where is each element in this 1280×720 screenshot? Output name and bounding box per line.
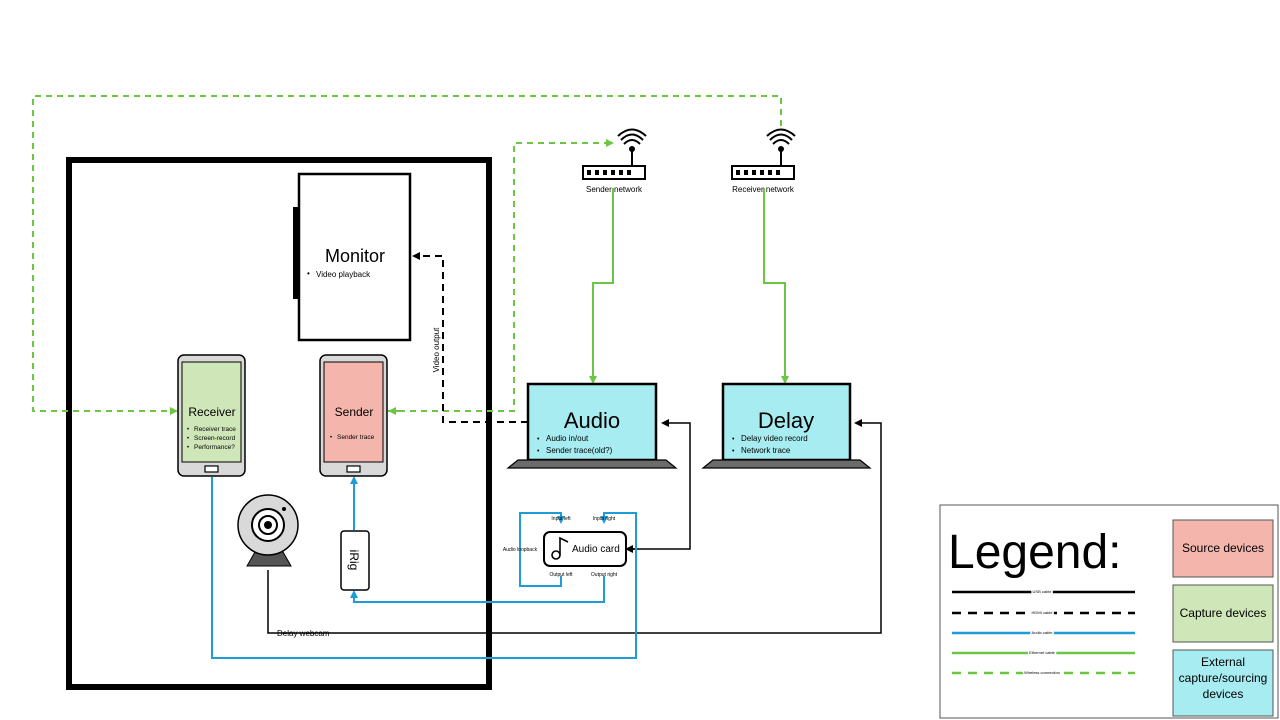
sender-bullet-1: Sender trace	[337, 434, 375, 441]
svg-text:•: •	[537, 436, 540, 443]
webcam-label: Delay webcam	[277, 629, 330, 638]
legend-capture-box	[1172, 584, 1274, 643]
audio-card: Audio card	[543, 531, 627, 567]
usb-audiocard-to-audio	[625, 419, 691, 550]
legend-source-box	[1172, 519, 1274, 578]
legend-capture-label: Capture devices	[1180, 606, 1267, 620]
audio-card-output-right: Output right	[591, 572, 618, 578]
audio-card-loopback: Audio loopback	[503, 547, 538, 553]
legend-usb-label: USB cable	[1033, 589, 1053, 594]
receiver-bullet-2: Screen-record	[194, 435, 236, 442]
legend-external-box	[1172, 649, 1274, 717]
legend-hdmi-label: HDMI cable	[1032, 610, 1054, 615]
monitor-bullet-text: Video playback	[316, 270, 371, 279]
audio-bullet-2: Sender trace(old?)	[546, 446, 613, 455]
music-note-icon	[551, 536, 569, 560]
monitor-title: Monitor	[325, 246, 385, 266]
hdmi-audio-to-monitor	[412, 252, 528, 423]
sender-phone: Sender • Sender trace	[319, 354, 388, 477]
irig-label: iRig	[347, 550, 361, 571]
audio-card-output-left: Output left	[549, 572, 573, 578]
svg-text:•: •	[187, 427, 189, 433]
receiver-bullet-3: Performance?	[194, 444, 235, 451]
svg-text:•: •	[330, 435, 332, 441]
ethernet-receiver-network-to-delay	[763, 188, 789, 384]
delay-bullet-2: Network trace	[741, 446, 791, 455]
receiver-bullet-1: Receiver trace	[194, 426, 236, 433]
audio-card-input-left: Input left	[551, 516, 571, 522]
svg-text:•: •	[187, 445, 189, 451]
monitor: Monitor • Video playback	[293, 172, 412, 342]
audio-card-input-right: Input right	[593, 516, 616, 522]
svg-text:•: •	[732, 448, 735, 455]
receiver-title: Receiver	[188, 405, 235, 419]
legend-ethernet-label: Ethernet cable	[1029, 650, 1056, 655]
receiver-network-label: Receiver network	[732, 185, 795, 194]
delay-bullet-1: Delay video record	[741, 434, 808, 443]
monitor-bullet: •	[307, 269, 310, 278]
irig-device: iRig	[340, 530, 370, 591]
legend-wireless-label: Wireless connection	[1024, 670, 1060, 675]
room-boundary	[66, 157, 492, 690]
wireless-link-sender	[388, 139, 614, 412]
usb-webcam-to-delay	[267, 419, 882, 634]
legend-external-label: External capture/sourcing devices	[1178, 655, 1268, 701]
sender-network-label: Sender network	[586, 185, 643, 194]
svg-text:•: •	[537, 448, 540, 455]
legend-source-label: Source devices	[1182, 541, 1264, 555]
svg-text:•: •	[732, 436, 735, 443]
webcam-icon	[237, 494, 299, 567]
svg-text:•: •	[187, 436, 189, 442]
audio-laptop: Audio • Audio in/out • Sender trace(old?…	[506, 382, 678, 469]
receiver-router-icon	[731, 128, 796, 180]
legend-title: Legend:	[948, 526, 1122, 579]
legend: Legend: USB cable HDMI cable Audio cable…	[939, 504, 1279, 719]
delay-laptop: Delay • Delay video record • Network tra…	[701, 382, 872, 469]
audio-loopback	[519, 512, 565, 587]
audio-card-label: Audio card	[572, 544, 620, 555]
video-output-label: Video output	[432, 327, 441, 373]
audio-bullet-1: Audio in/out	[546, 434, 589, 443]
sender-router-icon	[582, 128, 647, 180]
ethernet-sender-network-to-audio	[589, 188, 614, 384]
receiver-phone: Receiver • Receiver trace • Screen-recor…	[177, 354, 246, 477]
sender-title: Sender	[335, 405, 374, 419]
delay-title: Delay	[758, 408, 814, 433]
audio-audiocard-to-irig	[350, 576, 605, 603]
audio-receiver-to-audiocard	[211, 477, 637, 659]
audio-title: Audio	[564, 408, 620, 433]
legend-audio-label: Audio cable	[1032, 630, 1054, 635]
